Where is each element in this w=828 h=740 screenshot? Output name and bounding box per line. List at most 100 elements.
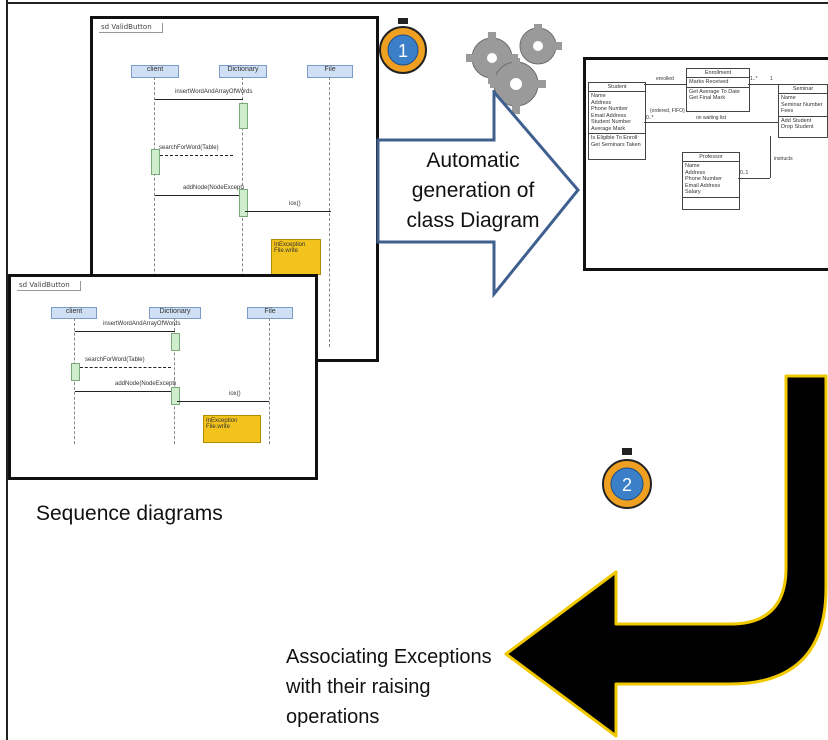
- step-1-number: 1: [398, 41, 408, 61]
- activation-bar: [171, 333, 180, 351]
- association-line: [748, 84, 778, 85]
- message-arrow: [155, 155, 233, 156]
- association-label: instructs: [774, 156, 793, 162]
- association-label: {ordered, FIFO}: [650, 108, 685, 114]
- class-op: Get Seminars Taken: [591, 141, 641, 148]
- activation-bar: [239, 189, 248, 217]
- class-attr: Phone Number: [591, 106, 628, 112]
- label-line: class Diagram: [406, 209, 540, 232]
- message-arrow: [75, 391, 175, 392]
- class-operations: Get Average To Date Get Final Mark: [687, 88, 749, 103]
- class-attributes: Marks Received: [687, 78, 749, 88]
- lifeline-head-dictionary: Dictionary: [219, 65, 267, 78]
- class-attr: Name: [781, 95, 796, 101]
- lifeline-file: [269, 318, 270, 444]
- class-attr: Seminar Number: [781, 101, 823, 108]
- stopwatch-icon: 1: [379, 18, 427, 74]
- class-title: Enrollment: [687, 69, 749, 78]
- message-arrow: [75, 331, 175, 332]
- association-line: [644, 84, 686, 85]
- class-attr: Address: [685, 169, 706, 176]
- class-seminar: Seminar Name Seminar Number Fees Add Stu…: [778, 84, 828, 138]
- sequence-diagram-front: sd ValidButton client Dictionary File in…: [8, 274, 318, 480]
- activation-bar: [71, 363, 80, 381]
- lifeline-client: [154, 77, 155, 347]
- class-enrollment: Enrollment Marks Received Get Average To…: [686, 68, 750, 112]
- association-line: [738, 178, 770, 179]
- class-attributes: Name Seminar Number Fees: [779, 94, 827, 117]
- class-attr: Email Address: [591, 112, 627, 119]
- association-label: 0..1: [740, 170, 749, 176]
- class-operations: [683, 198, 739, 206]
- frame-top-border: [6, 2, 828, 4]
- lifeline-head-dictionary: Dictionary: [149, 307, 201, 319]
- block-arrow-icon: [376, 90, 580, 298]
- associating-exceptions-label: Associating Exceptions with their raisin…: [286, 642, 492, 732]
- stopwatch-icon: 2: [602, 448, 652, 509]
- activation-bar: [151, 149, 160, 175]
- label-line: Automatic: [426, 149, 520, 172]
- class-attributes: Name Address Phone Number Email Address …: [683, 162, 739, 198]
- message-label: addNode(NodeExcept): [115, 381, 177, 387]
- class-professor: Professor Name Address Phone Number Emai…: [682, 152, 740, 210]
- lifeline-dictionary: [174, 318, 175, 444]
- association-label: enrolled: [656, 76, 674, 82]
- class-attr: Average Mark: [591, 125, 626, 132]
- step-2-number: 2: [622, 475, 632, 495]
- class-attr: Phone Number: [685, 176, 722, 182]
- class-operations: Is Eligible To Enroll Get Seminars Taken: [589, 134, 645, 149]
- class-student: Student Name Address Phone Number Email …: [588, 82, 646, 160]
- association-label: on waiting list: [696, 115, 727, 121]
- message-label: iox(): [229, 391, 241, 397]
- message-arrow: [155, 99, 243, 100]
- association-label: 1..*: [750, 76, 758, 82]
- class-op: Is Eligible To Enroll: [591, 135, 638, 141]
- class-op: Drop Student: [781, 124, 814, 130]
- diagram-tab: sd ValidButton: [17, 281, 81, 291]
- class-attr: Address: [591, 99, 612, 106]
- automatic-generation-label: Automatic generation of class Diagram: [398, 146, 548, 236]
- exception-note: InException File.write: [203, 415, 261, 443]
- message-label: iox(): [289, 201, 301, 207]
- class-attr: Salary: [685, 189, 701, 195]
- association-label: 0..*: [646, 115, 654, 121]
- message-arrow: [75, 367, 171, 368]
- class-title: Seminar: [779, 85, 827, 94]
- class-attr: Student Number: [591, 119, 632, 125]
- class-op: Add Student: [781, 117, 812, 124]
- gears-icon: [466, 24, 562, 114]
- label-line: with their raising: [286, 676, 431, 698]
- class-op: Get Final Mark: [689, 95, 726, 101]
- curved-arrow-icon: [504, 374, 828, 738]
- activation-bar: [239, 103, 248, 129]
- sequence-diagrams-label: Sequence diagrams: [36, 502, 223, 525]
- class-attr: Fees: [781, 108, 794, 114]
- class-operations: Add Student Drop Student: [779, 117, 827, 132]
- association-label: 1: [770, 76, 773, 82]
- class-attr: Name: [591, 93, 606, 99]
- message-label: insertWordAndArrayOfWords: [103, 321, 181, 327]
- class-title: Student: [589, 83, 645, 92]
- label-line: operations: [286, 706, 380, 728]
- class-attributes: Name Address Phone Number Email Address …: [589, 92, 645, 134]
- label-line: Associating Exceptions: [286, 646, 492, 668]
- class-op: Get Average To Date: [689, 88, 740, 95]
- exception-note: InException File.write: [271, 239, 321, 275]
- class-attr: Marks Received: [689, 79, 729, 85]
- message-label: insertWordAndArrayOfWords: [175, 89, 253, 95]
- class-diagram: Student Name Address Phone Number Email …: [583, 57, 828, 271]
- message-arrow: [177, 401, 269, 402]
- activation-bar: [171, 387, 180, 405]
- message-label: searchForWord(Table): [85, 357, 145, 363]
- message-arrow: [245, 211, 331, 212]
- lifeline-client: [74, 318, 75, 444]
- association-line: [644, 122, 778, 123]
- association-line: [770, 136, 771, 178]
- message-arrow: [155, 195, 243, 196]
- frame-left-border: [6, 0, 8, 740]
- lifeline-head-client: client: [131, 65, 179, 78]
- class-title: Professor: [683, 153, 739, 162]
- label-line: generation of: [411, 179, 535, 202]
- class-attr: Name: [685, 163, 700, 169]
- lifeline-head-file: File: [307, 65, 353, 78]
